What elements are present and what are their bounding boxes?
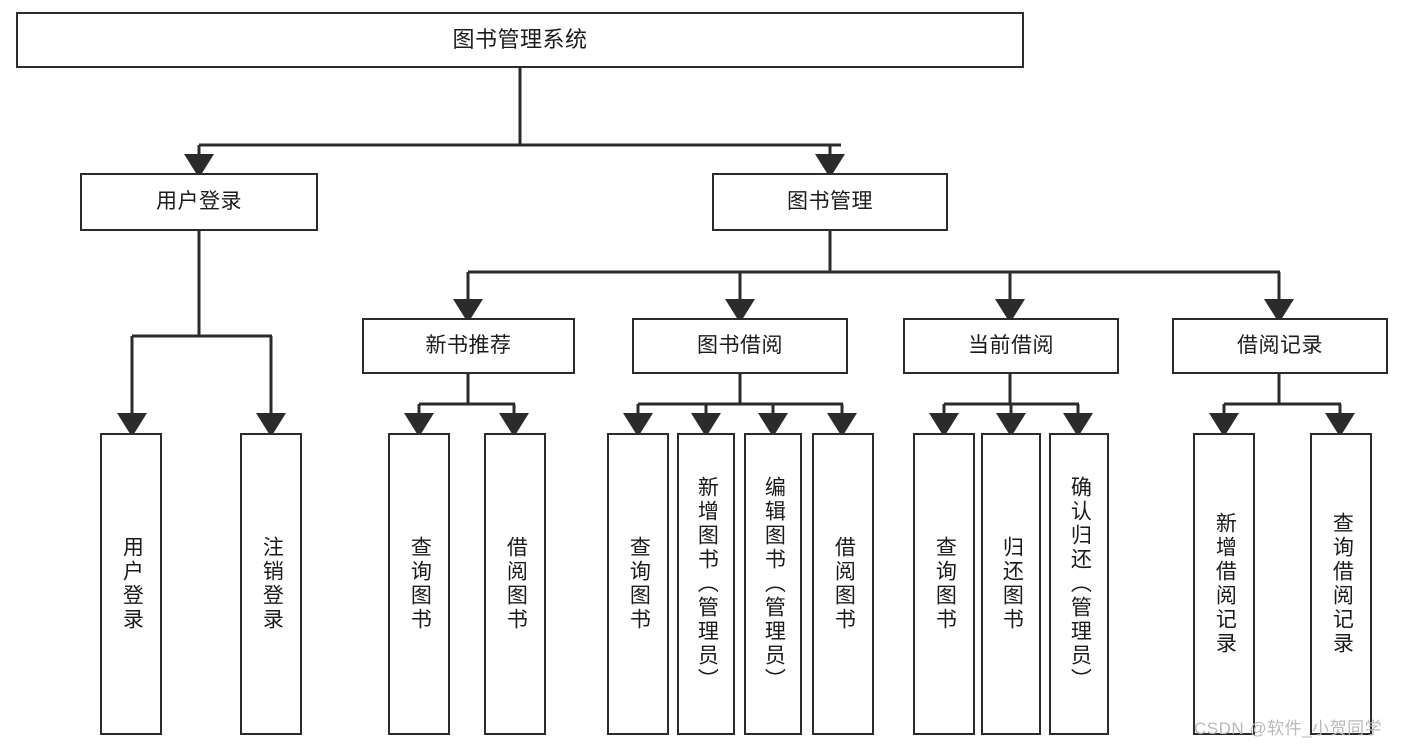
leaf-query-book-recommend[interactable]: 查询图书 xyxy=(388,433,450,735)
node-user-login-label: 用户登录 xyxy=(156,189,242,213)
leaf-query-book-borrow[interactable]: 查询图书 xyxy=(607,433,669,735)
leaf-borrow-book-label: 借阅图书 xyxy=(832,536,856,632)
leaf-confirm-return-admin-label: 确认归还（管理员） xyxy=(1068,476,1092,692)
leaf-add-borrow-record[interactable]: 新增借阅记录 xyxy=(1193,433,1255,735)
node-book-borrow-label: 图书借阅 xyxy=(697,333,783,357)
node-current-borrow[interactable]: 当前借阅 xyxy=(903,318,1119,374)
node-user-login[interactable]: 用户登录 xyxy=(80,173,318,231)
leaf-return-book[interactable]: 归还图书 xyxy=(981,433,1041,735)
leaf-logout[interactable]: 注销登录 xyxy=(240,433,302,735)
leaf-borrow-book-recommend[interactable]: 借阅图书 xyxy=(484,433,546,735)
leaf-query-borrow-record-label: 查询借阅记录 xyxy=(1330,512,1354,656)
leaf-return-book-label: 归还图书 xyxy=(1000,536,1024,632)
leaf-user-login-label: 用户登录 xyxy=(120,536,144,632)
leaf-edit-book-admin-label: 编辑图书（管理员） xyxy=(762,476,786,692)
leaf-add-book-admin-label: 新增图书（管理员） xyxy=(695,476,719,692)
leaf-user-login[interactable]: 用户登录 xyxy=(100,433,162,735)
node-book-borrow[interactable]: 图书借阅 xyxy=(632,318,848,374)
leaf-add-borrow-record-label: 新增借阅记录 xyxy=(1213,512,1237,656)
node-new-book-recommend[interactable]: 新书推荐 xyxy=(362,318,575,374)
node-book-management-label: 图书管理 xyxy=(787,189,873,213)
leaf-query-book-current-label: 查询图书 xyxy=(933,536,957,632)
leaf-logout-label: 注销登录 xyxy=(260,536,284,632)
leaf-query-book-current[interactable]: 查询图书 xyxy=(913,433,975,735)
node-borrow-record[interactable]: 借阅记录 xyxy=(1172,318,1388,374)
node-root-label: 图书管理系统 xyxy=(452,27,588,53)
leaf-confirm-return-admin[interactable]: 确认归还（管理员） xyxy=(1049,433,1109,735)
leaf-query-borrow-record[interactable]: 查询借阅记录 xyxy=(1310,433,1372,735)
node-current-borrow-label: 当前借阅 xyxy=(968,333,1054,357)
node-book-management[interactable]: 图书管理 xyxy=(712,173,948,231)
node-new-book-recommend-label: 新书推荐 xyxy=(425,333,512,357)
leaf-edit-book-admin[interactable]: 编辑图书（管理员） xyxy=(744,433,802,735)
leaf-borrow-book[interactable]: 借阅图书 xyxy=(812,433,874,735)
node-borrow-record-label: 借阅记录 xyxy=(1237,333,1323,357)
leaf-add-book-admin[interactable]: 新增图书（管理员） xyxy=(677,433,735,735)
leaf-query-book-borrow-label: 查询图书 xyxy=(627,536,651,632)
leaf-borrow-book-recommend-label: 借阅图书 xyxy=(504,536,528,632)
csdn-watermark: CSDN @软件_小贺同学 xyxy=(1194,719,1383,738)
leaf-query-book-recommend-label: 查询图书 xyxy=(408,536,432,632)
node-root[interactable]: 图书管理系统 xyxy=(16,12,1024,68)
